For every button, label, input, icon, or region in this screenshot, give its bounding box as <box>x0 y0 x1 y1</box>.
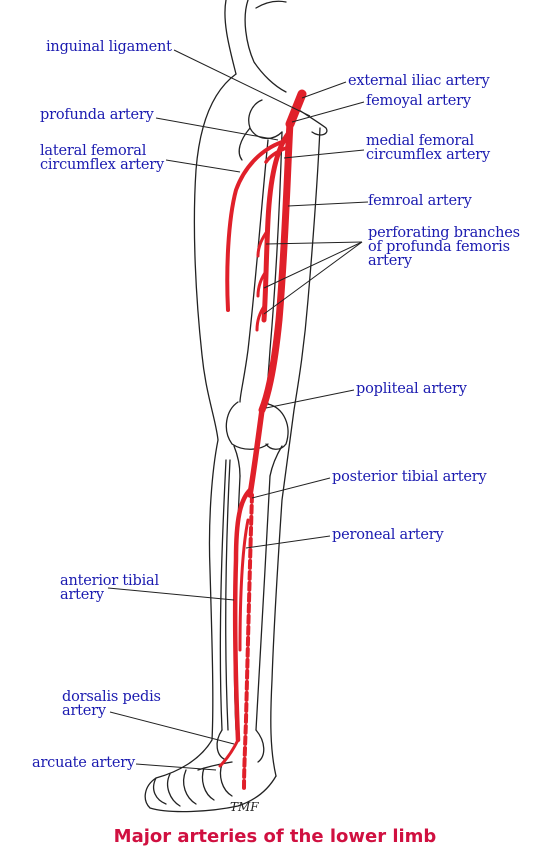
figure-caption: Major arteries of the lower limb <box>113 826 437 847</box>
perforating-branch <box>256 228 270 258</box>
label-lateral-femoral-circumflex-artery: lateral femoral circumflex artery <box>40 143 164 173</box>
posterior-tibial-artery <box>242 493 254 792</box>
peroneal-artery <box>238 518 250 652</box>
leader-perforating-3 <box>263 241 363 315</box>
femoral-artery <box>258 118 294 414</box>
label-perforating-branches: perforating branches of profunda femoris… <box>368 225 520 269</box>
leader-perforating-2 <box>263 241 363 289</box>
dorsalis-pedis-artery <box>218 738 240 768</box>
leader-femoyal <box>291 101 365 123</box>
label-femoyal-artery: femoyal artery <box>366 93 471 109</box>
leader-anterior-tibial <box>107 587 235 601</box>
label-femroal-artery: femroal artery <box>368 193 472 209</box>
lateral-femoral-circumflex-artery <box>225 140 284 312</box>
label-peroneal-artery: peroneal artery <box>332 527 444 543</box>
leader-popliteal <box>265 389 355 409</box>
leader-medial-femoral <box>283 149 365 159</box>
leader-dorsalis-pedis <box>109 711 235 745</box>
leader-inguinal-ligament <box>173 49 311 117</box>
label-dorsalis-pedis-artery: dorsalis pedis artery <box>62 689 161 719</box>
perforating-branch <box>256 268 269 298</box>
arteries <box>218 89 307 792</box>
leader-perforating-1 <box>265 241 363 245</box>
label-arcuate-artery: arcuate artery <box>32 755 136 771</box>
leader-femroal <box>287 201 369 207</box>
leg-outline <box>144 0 328 813</box>
perforating-branch <box>255 303 267 332</box>
label-medial-femoral-circumflex-artery: medial femoral circumflex artery <box>366 133 490 163</box>
anterior-tibial-artery <box>232 487 253 743</box>
leader-arcuate <box>135 763 217 771</box>
popliteal-artery <box>247 407 265 498</box>
medial-femoral-circumflex-artery <box>264 146 288 164</box>
leader-profunda <box>155 117 279 141</box>
leader-lateral-femoral <box>165 159 241 173</box>
label-posterior-tibial-artery: posterior tibial artery <box>332 469 487 485</box>
leader-posterior-tibial <box>251 477 331 499</box>
leader-lines <box>107 49 369 771</box>
artist-signature: TMF <box>230 800 259 814</box>
label-external-iliac-artery: external iliac artery <box>348 73 490 89</box>
label-profunda-artery: profunda artery <box>40 107 154 123</box>
leader-external-iliac <box>301 81 347 99</box>
leader-peroneal <box>245 535 331 549</box>
label-anterior-tibial-artery: anterior tibial artery <box>60 573 159 603</box>
label-inguinal-ligament: inguinal ligament <box>46 39 172 55</box>
label-popliteal-artery: popliteal artery <box>356 381 467 397</box>
